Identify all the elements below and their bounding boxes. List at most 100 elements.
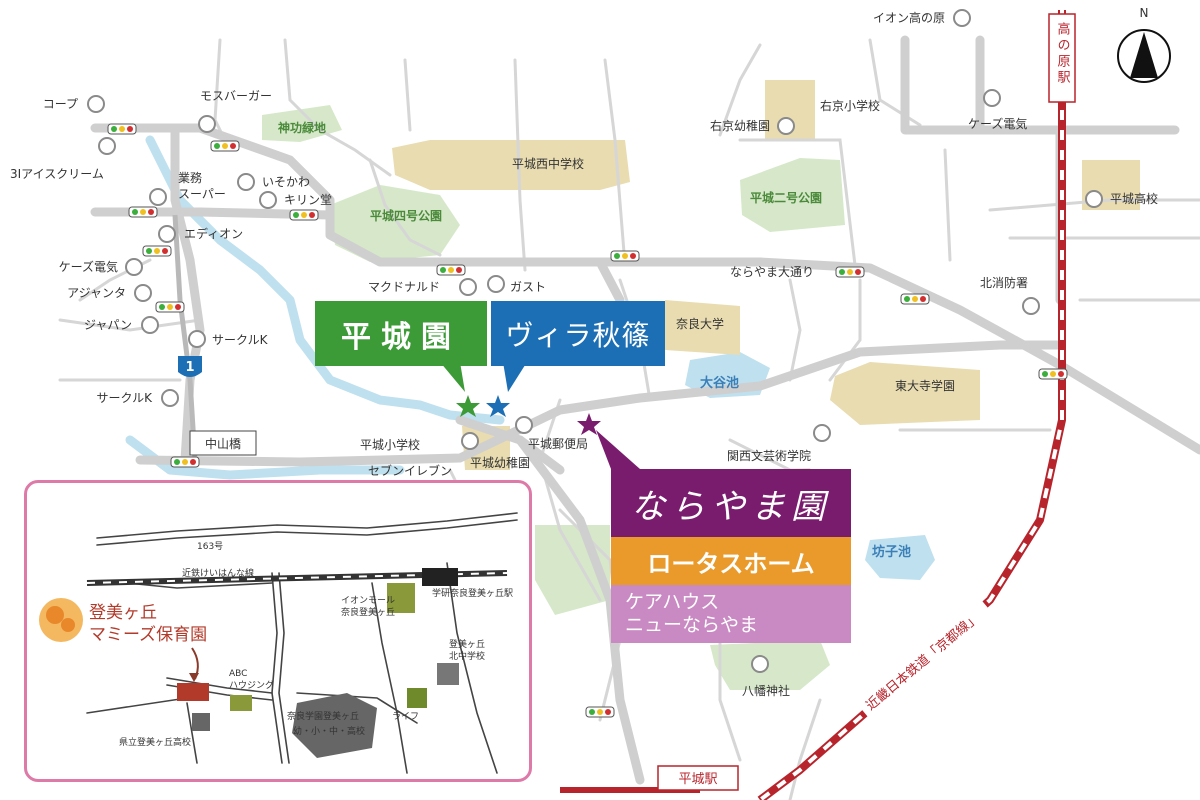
label-ajanta: アジャンタ bbox=[67, 286, 126, 300]
inset-roads bbox=[86, 512, 518, 774]
takanohara-station-label: 高の原駅 bbox=[1055, 21, 1071, 86]
traffic-light-icon bbox=[128, 206, 158, 218]
label-ice: 3Iアイスクリーム bbox=[10, 167, 104, 181]
inset-map-tominogaoka: 163号 近鉄けいはんな線 学研奈良登美ヶ丘駅 イオンモール奈良登美ヶ丘 登美ヶ… bbox=[24, 480, 532, 782]
carehouse-line-1: ケアハウス bbox=[625, 591, 720, 613]
label-mos: モスバーガー bbox=[200, 89, 272, 103]
inset-gakken-station: 学研奈良登美ヶ丘駅 bbox=[432, 587, 513, 599]
label-heijo-post: 平城郵便局 bbox=[528, 437, 588, 451]
label-todaiji: 東大寺学園 bbox=[895, 378, 955, 393]
traffic-light-icon bbox=[1038, 368, 1068, 380]
heijoen-star bbox=[456, 395, 480, 417]
inset-gakuen-block bbox=[292, 693, 377, 758]
label-nara-univ: 奈良大学 bbox=[676, 316, 724, 331]
traffic-light-icon bbox=[155, 301, 185, 313]
label-otani: 大谷池 bbox=[700, 375, 739, 391]
label-edion: エディオン bbox=[184, 226, 243, 241]
label-heijo2-park: 平城二号公園 bbox=[750, 190, 822, 205]
traffic-lights bbox=[107, 123, 1068, 718]
villa-star bbox=[486, 395, 510, 417]
label-ks-top: ケーズ電気 bbox=[968, 116, 1027, 131]
label-aeon-takanohara: イオン高の原 bbox=[873, 10, 945, 25]
inset-nursery-arrow-head bbox=[189, 673, 199, 682]
route-1-marker: 1 bbox=[178, 356, 202, 377]
inset-kita-jhs-block bbox=[437, 663, 459, 685]
inset-road-163: 163号 bbox=[197, 541, 223, 552]
label-heijo-hs: 平城高校 bbox=[1110, 191, 1158, 206]
label-heijo4-park: 平城四号公園 bbox=[370, 208, 442, 223]
inset-aeon-label: イオンモール奈良登美ヶ丘 bbox=[341, 595, 395, 618]
nursery-logo bbox=[39, 598, 83, 642]
label-ukyo-kinder: 右京幼稚園 bbox=[710, 118, 770, 133]
label-yawata: 八幡神社 bbox=[742, 683, 790, 698]
inset-gakuen-sub: 幼・小・中・高校 bbox=[293, 725, 365, 737]
inset-kenritsu-block bbox=[192, 713, 210, 731]
route-1-road bbox=[172, 214, 198, 461]
inset-station-block bbox=[422, 568, 458, 586]
nursery-name-1: 登美ヶ丘 bbox=[89, 603, 157, 623]
label-mac: マクドナルド bbox=[368, 280, 440, 294]
inset-kenritsu-label: 県立登美ヶ丘高校 bbox=[119, 736, 191, 748]
takanohara-station-box bbox=[1048, 13, 1076, 103]
narayamaen-banner: ならやま園 bbox=[611, 469, 851, 537]
carehouse-line-2: ニューならやま bbox=[625, 614, 759, 636]
svg-text:N: N bbox=[1140, 6, 1149, 20]
heijoen-banner: 平城園 bbox=[315, 301, 487, 366]
railway-label: 近畿日本鉄道「京都線」 bbox=[856, 599, 994, 719]
inset-nursery-block bbox=[177, 683, 209, 701]
place-labels: イオン高の原 コープ モスバーガー 神功緑地 右京幼稚園 右京小学校 ケーズ電気… bbox=[10, 10, 1158, 698]
label-ukyo-elem: 右京小学校 bbox=[820, 98, 880, 113]
traffic-light-icon bbox=[289, 209, 319, 221]
label-circle-k2: サークルK bbox=[96, 391, 153, 405]
traffic-light-icon bbox=[900, 293, 930, 305]
traffic-light-icon bbox=[835, 266, 865, 278]
inset-canvas: 163号 近鉄けいはんな線 学研奈良登美ヶ丘駅 イオンモール奈良登美ヶ丘 登美ヶ… bbox=[39, 512, 518, 774]
label-isokawa: いそかわ bbox=[262, 175, 310, 189]
label-kansai-art: 関西文芸術学院 bbox=[727, 448, 811, 463]
label-circle-k1: サークルK bbox=[212, 333, 269, 347]
label-heijo-elem: 平城小学校 bbox=[360, 437, 420, 452]
facility-stars bbox=[456, 395, 601, 435]
label-japan: ジャパン bbox=[84, 318, 132, 332]
label-ks-left: ケーズ電気 bbox=[59, 259, 118, 274]
inset-kintetsu-label: 近鉄けいはんな線 bbox=[182, 567, 254, 579]
nakayama-bridge-label: 中山橋 bbox=[205, 436, 241, 451]
main-roads bbox=[90, 35, 1200, 785]
inset-life-block bbox=[407, 688, 427, 708]
carehouse-banner: ケアハウス ニューならやま bbox=[611, 585, 851, 643]
label-narayama-st: ならやま大通り bbox=[730, 265, 814, 279]
location-pins bbox=[87, 9, 1103, 673]
traffic-light-icon bbox=[436, 264, 466, 276]
traffic-light-icon bbox=[585, 706, 615, 718]
nursery-name-2: マミーズ保育園 bbox=[89, 625, 207, 645]
inset-abc-block bbox=[230, 695, 252, 711]
traffic-light-icon bbox=[107, 123, 137, 135]
bosu-pond bbox=[865, 535, 935, 580]
traffic-light-icon bbox=[142, 245, 172, 257]
inset-kita-jhs-label: 登美ヶ丘北中学校 bbox=[449, 638, 485, 662]
narayamaen-star bbox=[577, 413, 601, 435]
svg-text:近畿日本鉄道「京都線」: 近畿日本鉄道「京都線」 bbox=[863, 610, 983, 714]
traffic-light-icon bbox=[170, 456, 200, 468]
inset-life-label: ライフ bbox=[392, 711, 419, 722]
label-bosu: 坊子池 bbox=[872, 544, 911, 560]
facility-pointers bbox=[440, 362, 640, 469]
compass: N bbox=[1117, 6, 1171, 83]
label-gusto: ガスト bbox=[510, 280, 546, 294]
label-coop: コープ bbox=[43, 97, 78, 111]
label-gyomu: 業務スーパー bbox=[178, 171, 226, 201]
label-jinko: 神功緑地 bbox=[278, 120, 326, 135]
heijo-station-label: 平城駅 bbox=[678, 772, 717, 787]
heijo-station-box bbox=[657, 765, 739, 791]
route-1-number: 1 bbox=[185, 360, 194, 375]
traffic-light-icon bbox=[210, 140, 240, 152]
nakayama-bridge-box bbox=[189, 430, 257, 456]
lotus-home-banner: ロータスホーム bbox=[611, 537, 851, 585]
minor-roads bbox=[58, 38, 1200, 800]
label-heijo-nishi: 平城西中学校 bbox=[512, 156, 584, 171]
inset-gakuen-label: 奈良学園登美ヶ丘 bbox=[287, 710, 359, 722]
villa-akishino-banner: ヴィラ秋篠 bbox=[491, 301, 665, 366]
label-fire: 北消防署 bbox=[980, 275, 1028, 290]
